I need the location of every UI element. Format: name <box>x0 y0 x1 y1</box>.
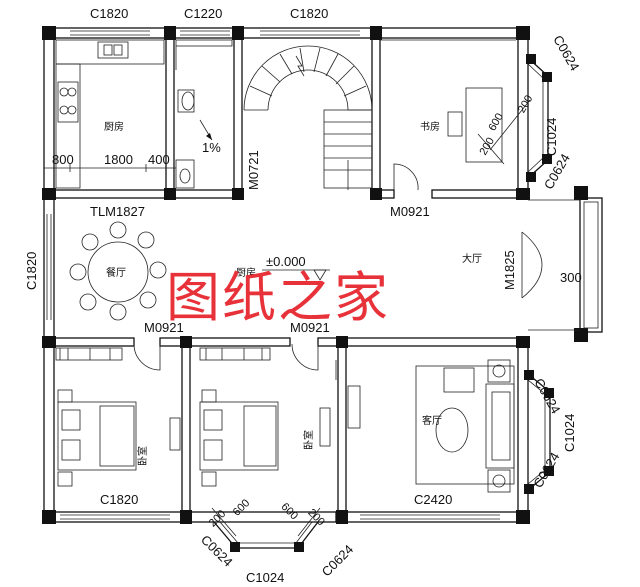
dimension-label: 600 <box>279 501 300 522</box>
slope-label: 1% <box>202 140 221 155</box>
watermark: 图纸之家 <box>166 266 390 329</box>
dimension-label: 200 <box>477 136 497 158</box>
kitchen-fixtures <box>55 39 165 189</box>
room-label-living: 客厅 <box>422 414 442 427</box>
room-label-kitchen-2: 厨房 <box>236 266 256 279</box>
door-label: M0921 <box>390 204 430 219</box>
bottom-bay-window <box>213 521 319 552</box>
dimension-label: 800 <box>52 152 74 167</box>
window-label: C1820 <box>100 492 138 507</box>
room-label-hall: 大厅 <box>462 252 482 265</box>
staircase <box>243 45 373 190</box>
window-label: C0624 <box>550 33 582 74</box>
dimension-label: 1800 <box>104 152 133 167</box>
bathroom-fixtures <box>175 39 233 189</box>
window-label: C1820 <box>290 6 328 21</box>
entrance-canopy <box>521 197 603 333</box>
living-bay-window <box>524 370 554 494</box>
bedroom-right-furniture <box>199 343 331 487</box>
window-label: C1820 <box>24 252 39 290</box>
elevation-marker <box>262 269 330 281</box>
window-label: C1220 <box>184 6 222 21</box>
dimension-label: 600 <box>486 111 506 133</box>
door-label: M0721 <box>246 150 261 190</box>
dining-table <box>69 221 167 321</box>
window-label: C0624 <box>531 376 563 417</box>
room-label-kitchen: 厨房 <box>104 120 124 133</box>
dimension-label: 200 <box>207 508 228 529</box>
window-label: C1820 <box>90 6 128 21</box>
window-label: C2420 <box>414 492 452 507</box>
windows <box>46 30 500 520</box>
room-label-bedroom-right: 卧室 <box>302 430 315 450</box>
dimension-label: 600 <box>231 497 252 518</box>
columns <box>42 26 588 524</box>
room-label-dining: 餐厅 <box>106 266 126 279</box>
dimension-lines <box>44 99 531 537</box>
door-label: M1825 <box>502 250 517 290</box>
window-label: C1024 <box>562 414 577 452</box>
window-label: C1024 <box>544 118 559 156</box>
dimension-label: 300 <box>560 270 582 285</box>
room-label-study: 书房 <box>420 120 440 133</box>
elevation-label: ±0.000 <box>266 254 306 269</box>
window-label: C1024 <box>246 570 284 585</box>
window-label: C0624 <box>530 450 562 491</box>
study-furniture <box>380 39 516 191</box>
dimension-label: 400 <box>148 152 170 167</box>
room-label-bedroom-left: 卧室 <box>136 446 149 466</box>
dimension-label: 200 <box>516 93 536 115</box>
window-label: C0624 <box>319 542 357 580</box>
study-bay-window <box>526 54 552 182</box>
door-label: M0921 <box>290 320 330 335</box>
room-names: 厨房 书房 餐厅 厨房 大厅 客厅 卧室 卧室 <box>104 120 482 466</box>
living-furniture <box>335 359 515 493</box>
bedroom-left-furniture <box>55 343 181 487</box>
dimension-label: 200 <box>305 507 326 528</box>
door-label: TLM1827 <box>90 204 145 219</box>
door-label: M0921 <box>144 320 184 335</box>
